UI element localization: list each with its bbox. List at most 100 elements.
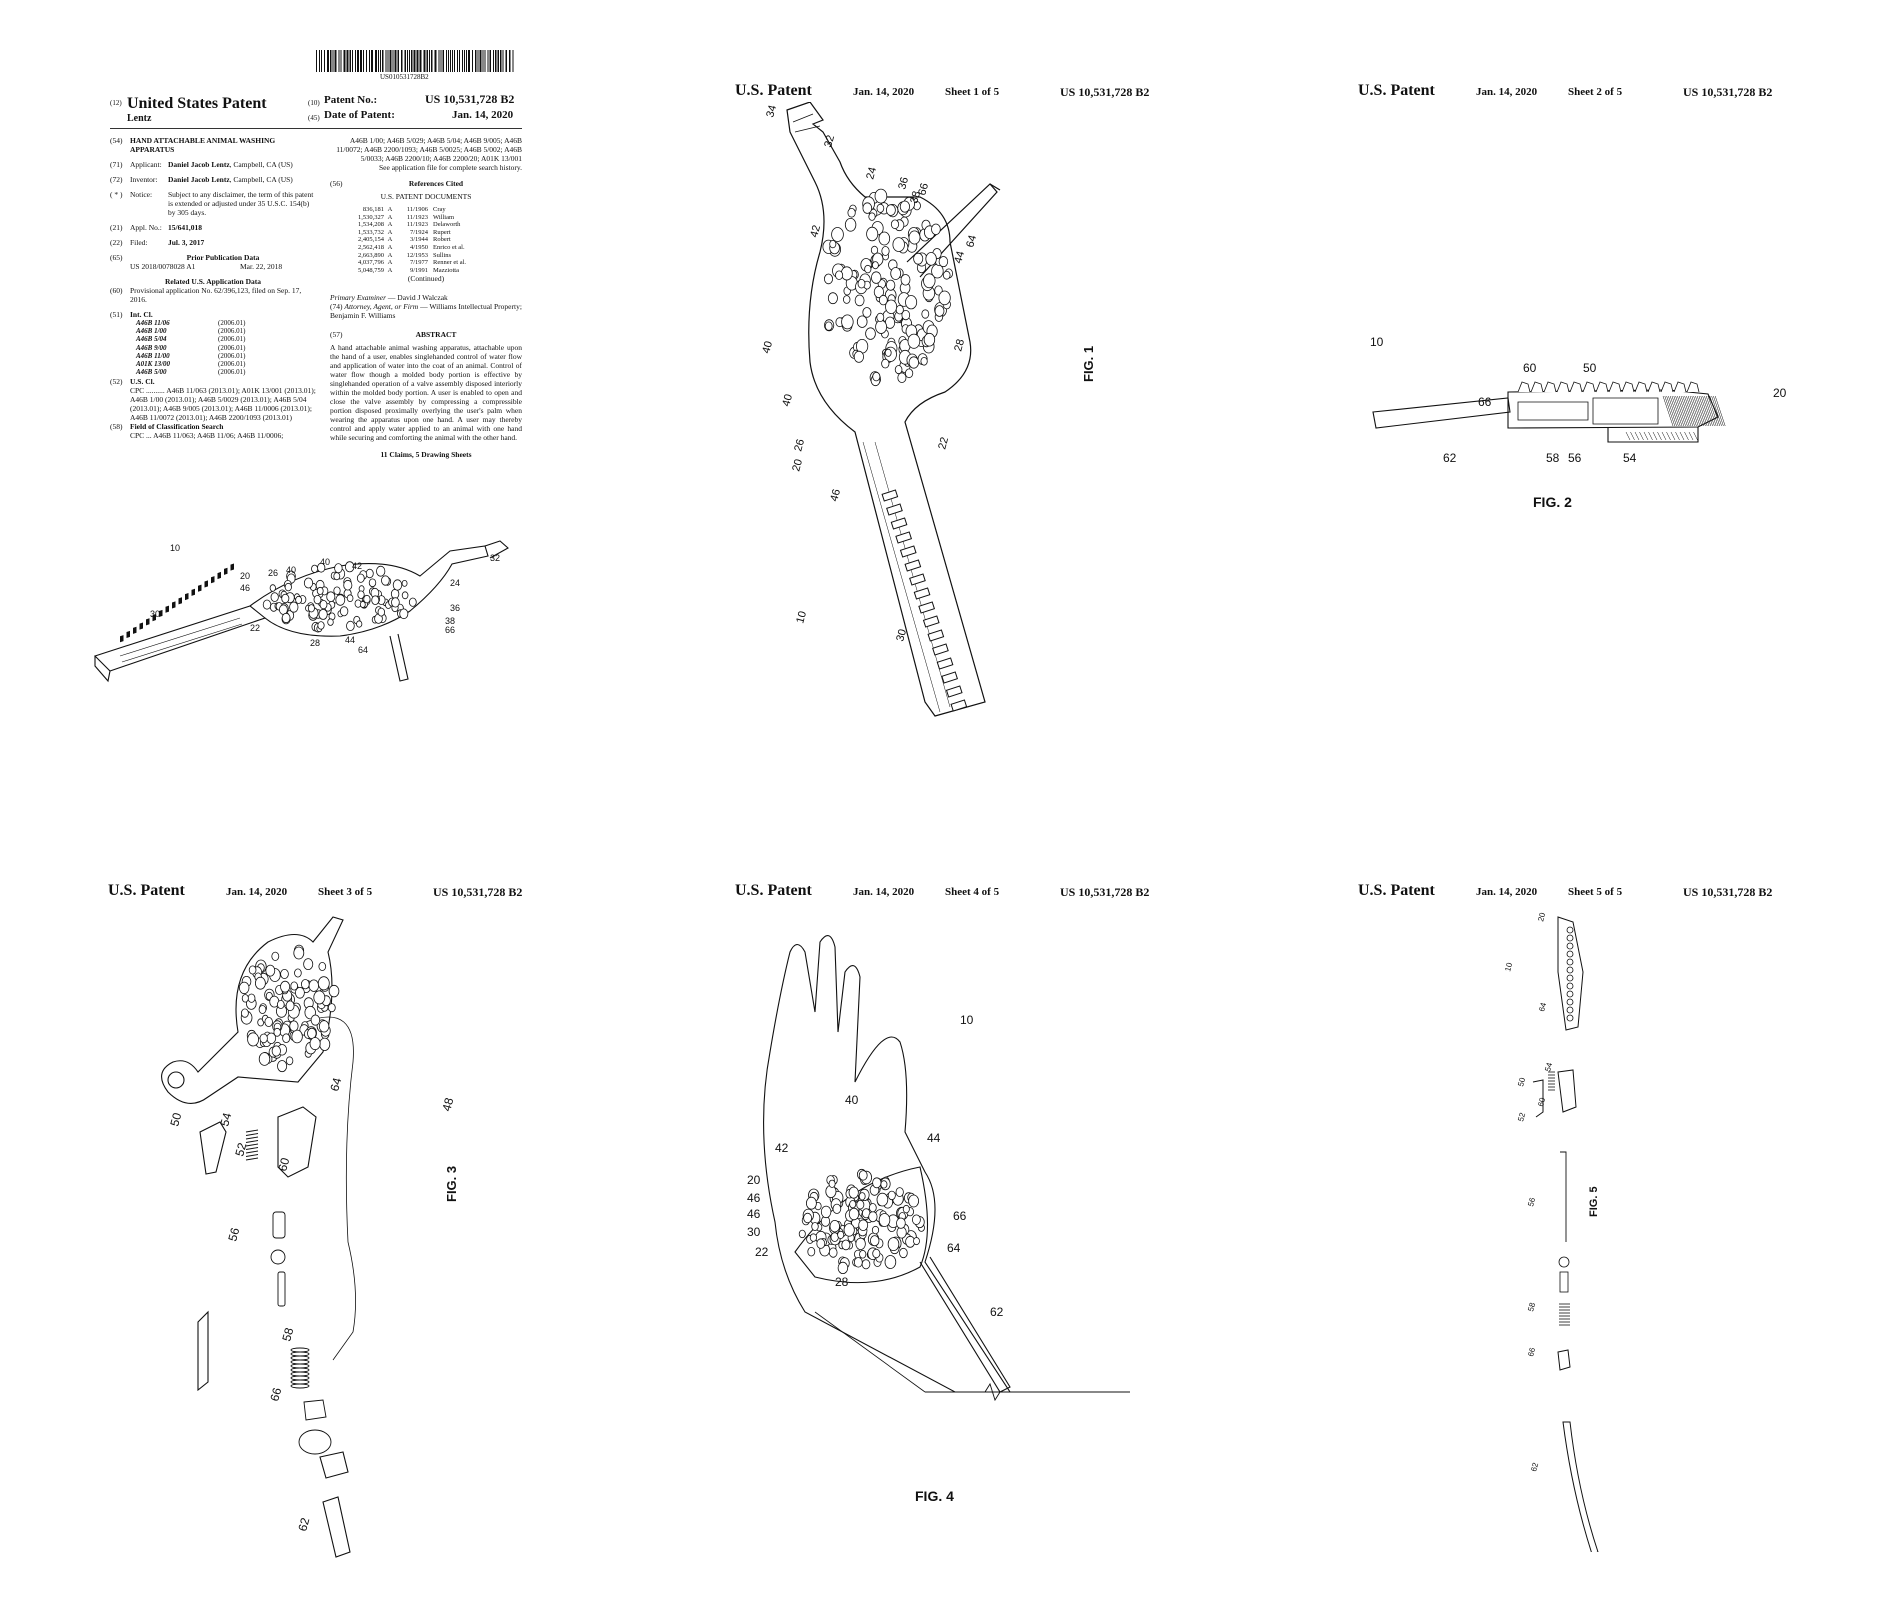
nodule-shape	[853, 350, 865, 363]
spring-coil	[290, 1363, 310, 1369]
strap-slot	[133, 626, 137, 634]
nodule-shape	[290, 981, 299, 991]
nodule-shape	[1566, 934, 1574, 942]
reference-no: 836,181	[362, 206, 384, 213]
nodule-shape	[401, 591, 409, 600]
spring-coil	[290, 1347, 310, 1353]
nodule-shape	[346, 594, 354, 602]
strap-slot	[185, 592, 189, 601]
code-60: (60)	[110, 286, 123, 295]
barcode-bar	[316, 50, 317, 72]
reference-numeral: 22	[755, 1245, 769, 1259]
examiner-name: — David J Walczak	[386, 293, 448, 303]
nodule-shape	[872, 371, 881, 382]
nodule-shape	[875, 319, 888, 334]
strap-slot	[913, 587, 931, 600]
nodule-shape	[335, 594, 346, 606]
barcode-bar	[440, 50, 442, 72]
reference-date: 4/1950	[409, 243, 428, 251]
hatch-line	[1677, 395, 1688, 427]
doc-type: United States Patent	[127, 95, 267, 112]
valve-part	[303, 1399, 327, 1421]
reference-numeral: 46	[747, 1207, 761, 1221]
nodule-shape	[301, 979, 310, 990]
hatch-line	[1670, 431, 1676, 441]
hatch-line	[1700, 395, 1712, 427]
sheet-date: Jan. 14, 2020	[853, 886, 915, 898]
nodule-shape	[840, 266, 853, 281]
strap-slot	[191, 588, 195, 596]
barcode-bar	[366, 50, 367, 72]
barcode-bar	[475, 50, 477, 72]
nodule-shape	[381, 575, 390, 586]
reference-numeral: 28	[952, 338, 967, 353]
reference-numeral: 54	[1543, 1061, 1554, 1072]
nodule-shape	[327, 1003, 336, 1013]
hatch-line	[1696, 395, 1708, 427]
nodule-shape	[885, 279, 896, 291]
notice-text: Subject to any disclaimer, the term of t…	[168, 190, 314, 217]
nodule-shape	[308, 979, 320, 992]
strap-slot	[899, 545, 917, 558]
nodule-shape	[837, 1261, 849, 1274]
reference-numeral: 42	[808, 224, 823, 239]
nodule-shape	[303, 577, 314, 589]
nodule-shape	[363, 594, 371, 604]
nodule-shape	[318, 962, 327, 972]
strap-slot	[211, 576, 215, 584]
nodule-shape	[841, 1239, 851, 1251]
reference-numeral: 66	[267, 1386, 284, 1403]
nodule-shape	[285, 1056, 294, 1066]
barcode-bar	[338, 50, 340, 72]
fig3-label-container: FIG. 3	[444, 1166, 459, 1202]
reference-numeral: 62	[990, 1305, 1004, 1319]
reference-numeral: 40	[845, 1093, 859, 1107]
nodule-shape	[856, 1200, 865, 1210]
barcode-bar	[448, 50, 449, 72]
barcode-bar	[462, 50, 463, 72]
barcode-bar	[505, 50, 507, 72]
valve-part	[1559, 1271, 1569, 1293]
hatch-line	[1686, 395, 1697, 427]
nodule-shape	[328, 984, 340, 998]
hatch-line	[1698, 395, 1710, 427]
reference-no: 2,663,890	[358, 251, 384, 259]
nodule-shape	[880, 1180, 888, 1189]
code-74: (74)	[330, 302, 343, 312]
nodule-shape	[827, 292, 838, 305]
reference-numeral: 58	[1546, 451, 1560, 465]
fig4-label: FIG. 4	[915, 1488, 954, 1504]
barcode-bar	[407, 50, 408, 72]
reference-numeral: 66	[1526, 1346, 1537, 1357]
reference-numeral: 56	[225, 1226, 242, 1243]
barcode-bar	[411, 50, 413, 72]
nodule-shape	[856, 315, 868, 328]
hatch-line	[1684, 395, 1695, 427]
nodule-shape	[931, 223, 941, 236]
reference-numeral: 34	[764, 104, 779, 119]
nodule-shape	[828, 1247, 838, 1258]
inventor-label: Inventor:	[130, 175, 158, 184]
int-cl-version: (2006.01)	[218, 351, 246, 360]
date-label: Date of Patent:	[324, 109, 395, 121]
nodule-shape	[284, 582, 292, 592]
header-rule	[110, 128, 522, 129]
sheet-patent-label: U.S. Patent	[1358, 882, 1435, 899]
nodule-shape	[1566, 926, 1574, 934]
barcode-bar	[401, 50, 403, 72]
reference-numeral: 56	[1568, 451, 1582, 465]
reference-kind: A	[387, 206, 393, 213]
nodule-shape	[938, 256, 949, 268]
hatch-line	[1648, 431, 1653, 441]
nodule-shape	[1621, 381, 1635, 393]
prior-pub-heading: Prior Publication Data	[186, 253, 260, 262]
nodule-shape	[248, 965, 257, 975]
nodule-shape	[837, 1230, 845, 1239]
fig3-label: FIG. 3	[444, 1166, 459, 1202]
nodule-shape	[870, 271, 882, 284]
reference-date: 7/1977	[409, 259, 428, 267]
nodule-shape	[333, 586, 341, 596]
nodule-shape	[1566, 966, 1574, 974]
